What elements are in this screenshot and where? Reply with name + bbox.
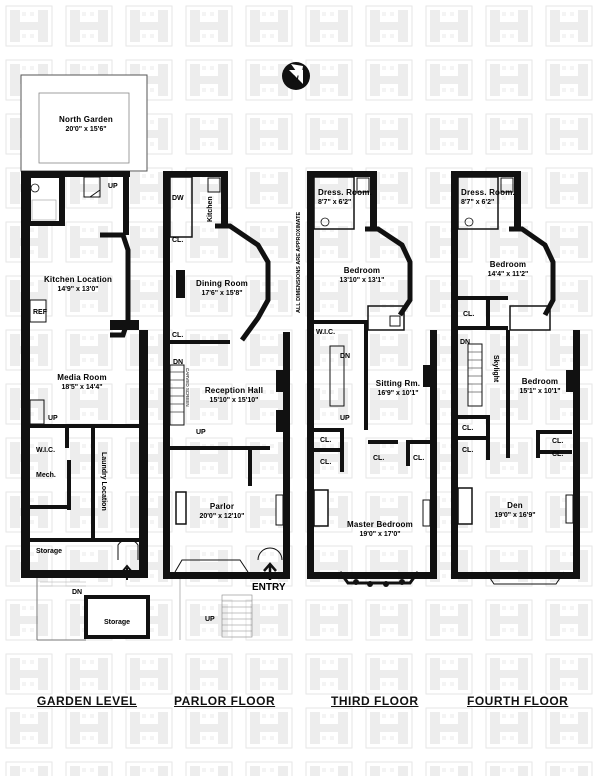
fourth-cl-1: CL.: [463, 311, 474, 318]
reception-hall-dim: 15'10" x 15'10": [210, 397, 259, 404]
stoop-up-label: UP: [205, 616, 215, 623]
fourth-cl-5: CL.: [552, 451, 563, 458]
bedroom-3-dim: 13'10" x 13'1": [339, 277, 384, 284]
media-room-name: Media Room: [57, 373, 107, 382]
fourth-cl-4: CL.: [552, 438, 563, 445]
garden-storage-label: Storage: [36, 548, 62, 555]
floor-label-garden: GARDEN LEVEL: [37, 694, 138, 708]
garden-up-label: UP: [108, 183, 118, 190]
skylight-label: Skylight: [492, 355, 499, 383]
carved-screen-label: CARVED SCREEN: [185, 368, 190, 407]
bedroom-4b-dim: 15'1" x 10'1": [519, 388, 560, 395]
sitting-rm-name: Sitting Rm.: [376, 379, 420, 388]
kitchen-label: Kitchen: [207, 196, 214, 222]
parlor-up-label: UP: [196, 429, 206, 436]
garden-dn-label: DN: [72, 589, 82, 596]
ref-label: REF: [33, 309, 48, 316]
dress-room-4-name: Dress. Room.: [461, 188, 515, 197]
entry-label: ENTRY: [252, 582, 286, 593]
master-bedroom-dim: 19'0" x 17'0": [359, 531, 400, 538]
third-cl-1: CL.: [320, 437, 331, 444]
media-up-label: UP: [48, 415, 58, 422]
bedroom-4a-dim: 14'4" x 11'2": [488, 271, 529, 278]
parlor-cl-1: CL.: [172, 237, 183, 244]
dw-label: DW: [172, 195, 184, 202]
parlor-floor-plan: Kitchen DW CL. Dining Room 17'6" x 15'8"…: [163, 171, 290, 640]
bedroom-4b-name: Bedroom: [522, 377, 559, 386]
den-dim: 19'0" x 16'9": [494, 512, 535, 519]
third-cl-3: CL.: [373, 455, 384, 462]
fourth-dn-label: DN: [460, 339, 470, 346]
sitting-rm-dim: 16'9" x 10'1": [377, 390, 418, 397]
garden-level-plan: North Garden 20'0" x 15'6" UP Kitchen Lo…: [20, 74, 150, 641]
parlor-dim: 20'0" x 12'10": [199, 513, 244, 520]
third-cl-4: CL.: [413, 455, 424, 462]
third-floor-plan: ALL DIMENSIONS ARE APPROXIMATE Dress. Ro…: [296, 171, 437, 587]
fourth-cl-2: CL.: [462, 425, 473, 432]
third-wic-label: W.I.C.: [316, 329, 335, 336]
floor-label-fourth: FOURTH FLOOR: [467, 694, 569, 708]
kitchen-location-name: Kitchen Location: [44, 275, 112, 284]
parlor-dn-label: DN: [173, 359, 183, 366]
fourth-floor-plan: Dress. Room. 8'7" x 6'2" Bedroom 14'4" x…: [451, 171, 580, 585]
north-garden-dim: 20'0" x 15'6": [65, 126, 106, 133]
dining-room-dim: 17'6" x 15'8": [201, 290, 242, 297]
mech-label: Mech.: [36, 472, 56, 479]
bedroom-3-name: Bedroom: [344, 266, 381, 275]
dining-room-name: Dining Room: [196, 279, 248, 288]
north-garden-name: North Garden: [59, 115, 113, 124]
dress-room-3-name: Dress. Room.: [318, 188, 372, 197]
media-room-dim: 18'5" x 14'4": [61, 384, 102, 391]
reception-hall-name: Reception Hall: [205, 386, 263, 395]
dress-room-3-dim: 8'7" x 6'2": [318, 199, 351, 206]
third-cl-2: CL.: [320, 459, 331, 466]
master-bedroom-name: Master Bedroom: [347, 520, 413, 529]
laundry-label: Laundry Location: [100, 452, 107, 511]
third-dn-label: DN: [340, 353, 350, 360]
lower-storage-label: Storage: [104, 619, 130, 626]
kitchen-location-dim: 14'9" x 13'0": [57, 286, 98, 293]
floor-label-third: THIRD FLOOR: [331, 694, 419, 708]
dimensions-note: ALL DIMENSIONS ARE APPROXIMATE: [296, 212, 302, 313]
garden-wic-label: W.I.C.: [36, 447, 55, 454]
compass-letter: N: [292, 74, 299, 84]
bedroom-4a-name: Bedroom: [490, 260, 527, 269]
fourth-cl-3: CL.: [462, 447, 473, 454]
third-up-label: UP: [340, 415, 350, 422]
parlor-cl-2: CL.: [172, 332, 183, 339]
parlor-name: Parlor: [210, 502, 234, 511]
floor-label-parlor: PARLOR FLOOR: [174, 694, 276, 708]
dress-room-4-dim: 8'7" x 6'2": [461, 199, 494, 206]
den-name: Den: [507, 501, 523, 510]
north-arrow-icon: N: [282, 62, 310, 90]
